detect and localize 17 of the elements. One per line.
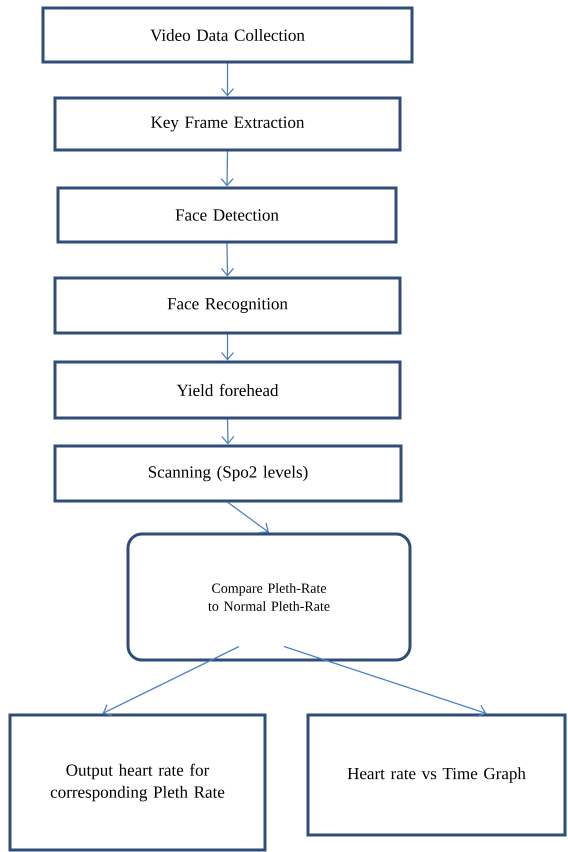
arrow <box>220 151 234 186</box>
arrow <box>221 334 234 360</box>
process-box: Yield forehead <box>54 360 402 420</box>
process-box: Video Data Collection <box>42 6 414 64</box>
process-box: Face Recognition <box>54 276 402 334</box>
arrow <box>228 502 269 534</box>
arrow <box>220 243 234 276</box>
arrow <box>102 646 240 716</box>
process-box: Face Detection <box>56 186 398 244</box>
process-box: Output heart rate for corresponding Pleth Rate <box>8 714 266 852</box>
process-box: Heart rate vs Time Graph <box>306 714 566 836</box>
arrow <box>221 64 234 96</box>
process-box: Key Frame Extraction <box>54 96 402 152</box>
decision-box: Compare Pleth-Rate to Normal Pleth-Rate <box>126 532 412 662</box>
process-box: Scanning (Spo2 levels) <box>54 444 402 502</box>
arrow <box>284 646 486 718</box>
arrow <box>221 419 234 444</box>
